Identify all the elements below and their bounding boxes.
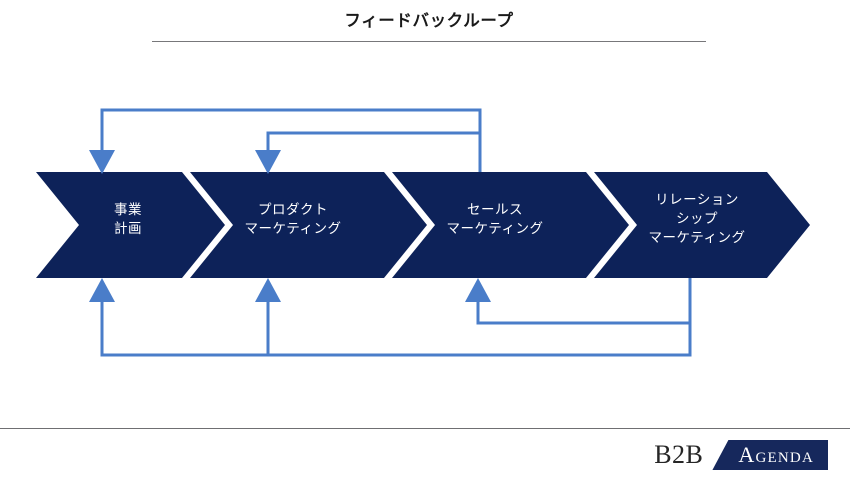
loop-relationship-to-sales-marketing[interactable] [465,278,692,325]
title-divider [152,41,706,42]
loop-relationship-to-business-plan-path [100,300,690,357]
loop-sales-to-product-marketing-path [266,131,482,172]
arrowhead-down-business-plan [89,150,115,174]
arrowhead-up-business-plan [89,278,115,302]
loop-relationship-to-sales-marketing-path [476,278,692,325]
loop-sales-to-business-plan-path [100,108,482,172]
logo-agenda-badge: Agenda [712,440,828,470]
arrowhead-down-product-marketing [255,150,281,174]
logo-text-agenda: Agenda [738,442,814,467]
loop-sales-to-business-plan[interactable] [89,108,482,174]
brand-logo: B2B Agenda [654,440,828,470]
footer-divider [0,428,850,429]
arrowhead-up-sales-marketing [465,278,491,302]
title-block: フィードバックループ [152,8,706,44]
feedback-loops-above [89,108,482,174]
chevron-band [36,172,810,278]
page-title: フィードバックループ [344,12,514,30]
chevron-step-3[interactable] [392,172,629,278]
chevron-step-4[interactable] [594,172,810,278]
logo-text-b2b: B2B [654,440,704,469]
chevron-step-2[interactable] [190,172,427,278]
feedback-loops-below [89,278,692,357]
arrowhead-up-product-marketing [255,278,281,302]
loop-relationship-to-business-plan[interactable] [89,278,690,357]
loop-sales-to-product-marketing[interactable] [255,131,482,174]
chevron-step-1[interactable] [36,172,225,278]
